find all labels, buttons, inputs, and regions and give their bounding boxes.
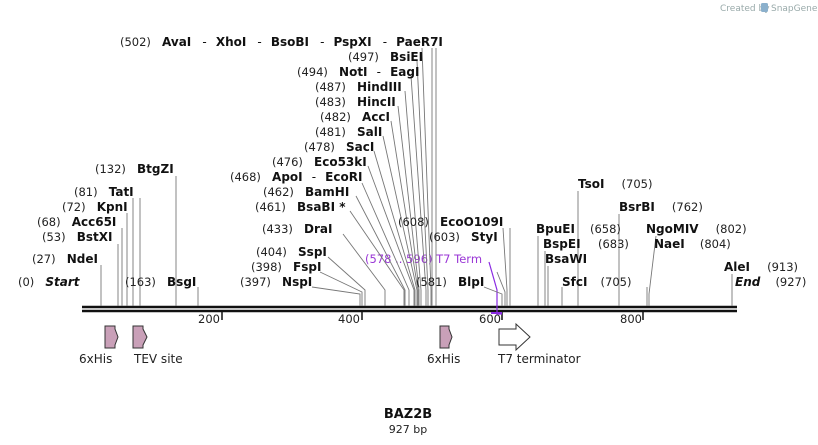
enzyme-site: (494) NotI - EagI — [297, 61, 419, 80]
leader-line — [367, 165, 415, 306]
axis-tick-label: 800 — [620, 312, 642, 326]
feature-6xhis-2: 6xHis — [427, 325, 460, 366]
enzyme-labels-middle: (397) NspI (398) FspI (404) SspI (433) D… — [120, 31, 443, 290]
enzyme-site: (502) AvaI - XhoI - BsoBI - PspXI - PaeR… — [120, 31, 443, 50]
enzyme-site: (482) AccI — [320, 106, 390, 125]
snapgene-logo-icon — [761, 3, 768, 12]
enzyme-site-position: (683) — [598, 237, 629, 251]
enzyme-site: (468) ApoI - EcoRI — [230, 166, 362, 185]
feature-6xhis-1: 6xHis — [79, 325, 119, 366]
enzyme-site: AleI (913) — [724, 256, 798, 275]
enzyme-site: (461) BsaBI * — [255, 196, 346, 215]
leader-line — [390, 120, 419, 306]
leader-line — [502, 227, 508, 306]
leader-line — [404, 90, 422, 306]
enzyme-site: BspEI — [543, 237, 581, 251]
leader-line — [361, 182, 410, 306]
enzyme-site: (132) BtgZI — [95, 158, 174, 177]
leader-line — [373, 150, 416, 306]
enzyme-site: (608) EcoO109I — [398, 211, 503, 230]
enzyme-site: (72) KpnI — [62, 196, 128, 215]
feature-label: 6xHis — [79, 352, 112, 366]
leader-line — [496, 271, 506, 306]
leader-line — [319, 271, 363, 306]
enzyme-site-end: End (927) — [735, 271, 806, 290]
axis-ticks: 200 400 600 800 — [198, 311, 644, 326]
enzyme-site: (397) NspI — [240, 271, 312, 290]
enzyme-site: (487) HindIII — [315, 76, 402, 95]
enzyme-site: (581) BlpI — [416, 271, 484, 290]
feature-label: TEV site — [133, 352, 183, 366]
enzyme-site: (497) BsiEI — [348, 46, 423, 65]
leader-line — [311, 286, 361, 306]
enzyme-site: (27) NdeI — [32, 248, 98, 267]
feature-label: 6xHis — [427, 352, 460, 366]
feature-arrow-icon — [439, 325, 453, 349]
enzyme-site: (462) BamHI — [263, 181, 349, 200]
leader-line — [342, 233, 386, 306]
enzyme-site: SfcI (705) — [562, 271, 631, 290]
leader-line — [382, 135, 418, 306]
map-title: BAZ2B 927 bp — [384, 407, 432, 436]
enzyme-site: (476) Eco53kI — [272, 151, 367, 170]
axis-tick-label: 400 — [338, 312, 360, 326]
leader-line — [416, 60, 429, 306]
feature-tev-site: TEV site — [132, 325, 183, 366]
enzyme-site-start: (0) Start — [18, 271, 81, 290]
enzyme-labels-left: (0) Start (27) NdeI (53) BstXI (68) Acc6… — [18, 158, 196, 290]
enzyme-site: BsrBI (762) — [619, 196, 703, 215]
leader-line — [349, 210, 405, 306]
enzyme-site: (478) SacI — [304, 136, 374, 155]
construct-name: BAZ2B — [384, 407, 432, 422]
enzyme-labels-right: (581) BlpI (603) StyI (608) EcoO109I Bsa… — [398, 173, 806, 290]
credit-brand: SnapGene — [771, 4, 818, 14]
backbone — [82, 305, 737, 313]
feature-t7-terminator: T7 terminator — [497, 322, 581, 366]
enzyme-site: (404) SspI — [256, 241, 327, 260]
enzyme-site: (398) FspI — [251, 256, 321, 275]
enzyme-site: (603) StyI — [429, 226, 498, 245]
leader-line — [648, 235, 657, 306]
features: 6xHis TEV site 6xHis T7 terminator — [79, 322, 581, 366]
leader-lines — [100, 47, 733, 306]
enzyme-site-position: (658) — [590, 222, 621, 236]
axis-tick-label: 200 — [198, 312, 220, 326]
enzyme-site: BpuEI — [536, 222, 575, 236]
enzyme-site: (483) HincII — [315, 91, 396, 110]
terminator-arrow-icon — [498, 322, 531, 352]
feature-arrow-icon — [132, 325, 148, 349]
enzyme-site: (163) BsgI — [125, 271, 196, 290]
feature-arrow-icon — [104, 325, 119, 349]
leader-line — [327, 256, 366, 306]
construct-length: 927 bp — [389, 423, 427, 436]
enzyme-site: NgoMIV (802) — [646, 218, 747, 237]
enzyme-site: TsoI (705) — [578, 173, 652, 192]
enzyme-site: (433) DraI — [262, 218, 332, 237]
credit-prefix: Created by — [720, 4, 770, 14]
enzyme-site: (53) BstXI — [42, 226, 112, 245]
feature-label: T7 terminator — [497, 352, 581, 366]
leader-line — [397, 105, 420, 306]
axis-tick-label: 600 — [479, 312, 501, 326]
leader-line — [421, 47, 432, 306]
enzyme-site: (81) TatI — [74, 181, 134, 200]
enzyme-site: BsaWI — [545, 252, 587, 266]
leader-line — [410, 75, 427, 306]
enzyme-site: NaeI (804) — [654, 233, 731, 252]
enzyme-site: (68) Acc65I — [37, 211, 116, 230]
leader-line — [355, 195, 406, 306]
enzyme-site: (481) SalI — [315, 121, 382, 140]
snapgene-credit: Created by SnapGene — [720, 3, 818, 14]
leader-line — [483, 286, 503, 306]
